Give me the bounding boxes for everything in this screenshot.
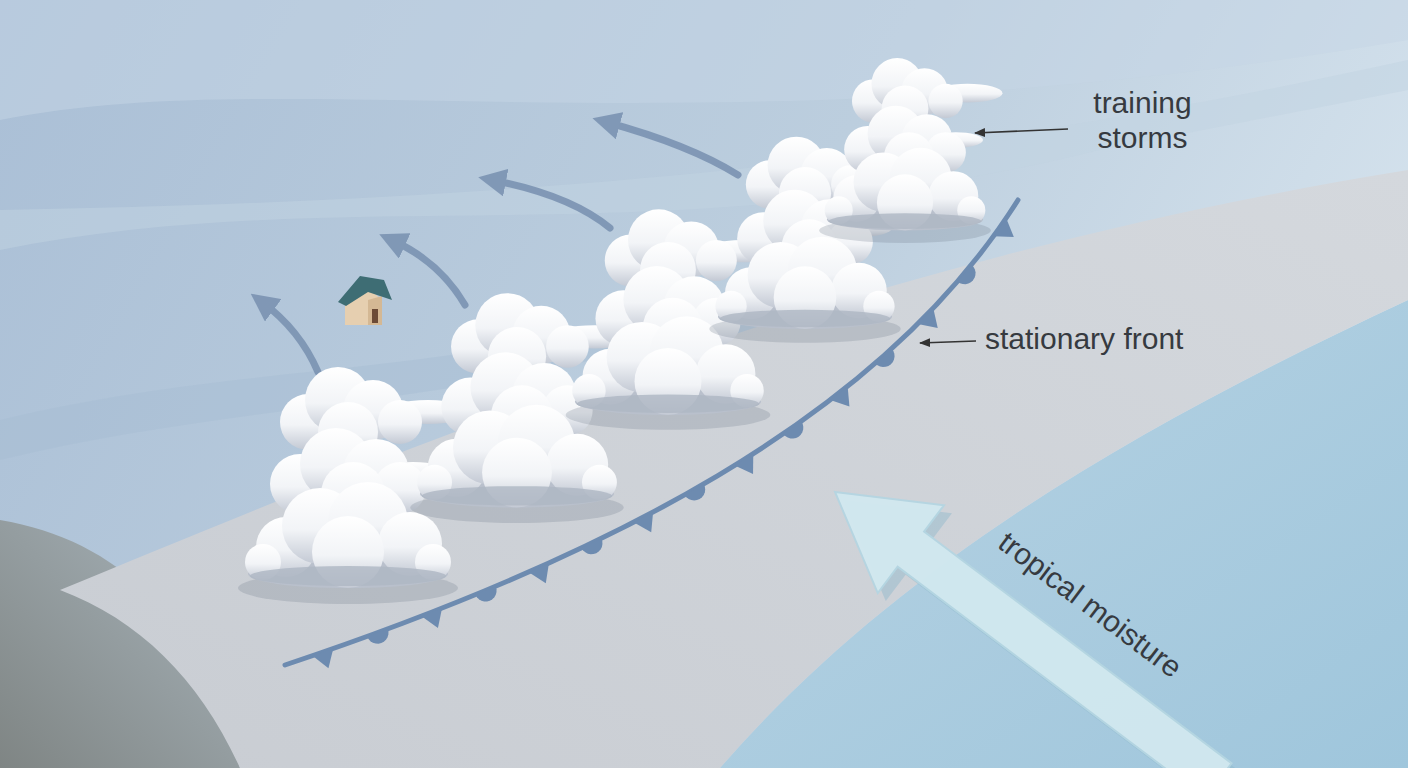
front-triangle xyxy=(994,218,1014,237)
front-semicircle xyxy=(783,421,803,438)
front-semicircle xyxy=(367,629,388,644)
front-triangle xyxy=(634,512,653,532)
feature-label: training storms xyxy=(1075,86,1210,155)
front-semicircle xyxy=(958,265,976,284)
terrain-wave xyxy=(0,0,1408,120)
front-semicircle xyxy=(875,349,894,367)
front-semicircle xyxy=(582,538,603,554)
front-triangle xyxy=(312,649,333,669)
front-semicircle xyxy=(475,586,496,601)
front-triangle xyxy=(830,386,849,406)
front-triangle xyxy=(422,608,443,628)
frontal-zone xyxy=(60,170,1408,768)
cumulonimbus-cloud xyxy=(238,367,473,604)
front-triangle xyxy=(735,454,754,474)
front-triangle xyxy=(529,563,549,583)
storm-clouds xyxy=(238,58,1003,604)
moisture-arrow xyxy=(802,448,1260,768)
front-symbols xyxy=(312,218,1013,668)
leader-line xyxy=(920,341,976,343)
front-semicircle xyxy=(685,484,706,500)
feature-label: stationary front xyxy=(985,322,1183,357)
cumulonimbus-cloud xyxy=(819,58,1002,243)
front-triangle xyxy=(918,308,938,328)
house-icon xyxy=(338,276,392,325)
leader-line xyxy=(975,129,1068,133)
